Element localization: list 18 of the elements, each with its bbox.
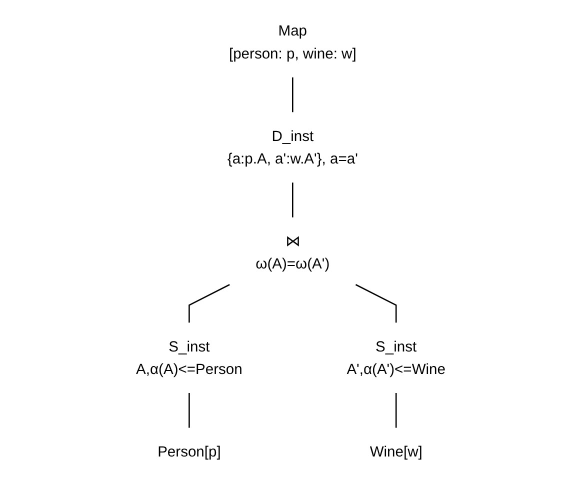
node-text: S_inst bbox=[168, 338, 210, 355]
node-text: S_inst bbox=[376, 338, 417, 355]
connector bbox=[396, 393, 397, 428]
connector bbox=[292, 77, 294, 112]
tree-diagram: Map [person: p, wine: w] D_inst {a:p.A, a':w.A'}, a=a' ⋈ ω(A)=ω(A') S_inst A,α(A)<=Person S_inst A',α(A')<=Wine Person[p] Wine[w] bbox=[103, 0, 479, 483]
node-text: D_inst bbox=[272, 128, 314, 144]
node-text: Map bbox=[278, 22, 308, 40]
connector bbox=[188, 284, 230, 323]
node-text: Wine[w] bbox=[370, 443, 423, 460]
node-label: A,α(A)<=Person bbox=[136, 360, 243, 377]
connector bbox=[292, 182, 294, 218]
node-label: [person: p, wine: w] bbox=[229, 44, 357, 62]
node-label: A',α(A')<=Wine bbox=[346, 360, 446, 377]
connector bbox=[188, 393, 190, 428]
node-text: ⋈ ω(A)=ω(A') bbox=[256, 233, 330, 272]
connector bbox=[356, 284, 397, 323]
node-label: {a:p.A, a':w.A'}, a=a' bbox=[228, 150, 358, 166]
node-text: Person[p] bbox=[158, 443, 222, 460]
